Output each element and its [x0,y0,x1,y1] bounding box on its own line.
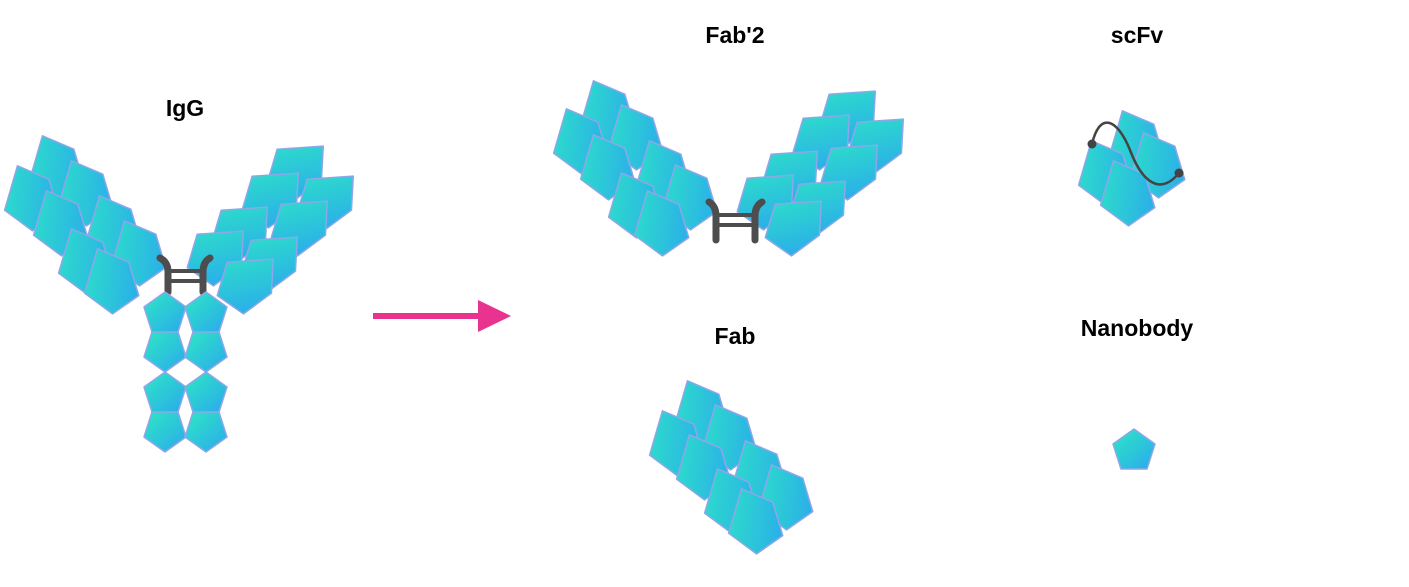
domain-pentagon [143,411,187,453]
fab2-right-arm [736,90,905,257]
scfv-linker-end [1174,168,1184,178]
domain-pentagon [143,291,187,333]
nanobody-fragment [1112,428,1156,470]
igg-hinge [156,254,214,296]
label-scfv: scFv [1110,22,1164,48]
domain-pentagon [184,411,228,453]
igg-right-arm [186,145,355,315]
scfv-fragment [1077,110,1186,227]
igg-left-arm [3,135,167,315]
label-fab2: Fab'2 [705,22,765,48]
label-fab: Fab [714,323,756,349]
conversion-arrow [373,300,511,332]
domain-pentagon [764,200,823,257]
igg-fc-stem [143,291,228,453]
fab2-fragment [552,80,905,257]
domain-pentagon [143,371,187,413]
domain-pentagon [83,248,140,315]
domain-pentagon [727,488,784,555]
domain-pentagon [1099,160,1156,227]
domain-pentagon [184,331,228,373]
domain-pentagon [633,190,690,257]
domain-pentagon [216,258,275,315]
igg-antibody [3,135,355,453]
domain-pentagon [143,331,187,373]
domain-pentagon [184,371,228,413]
scfv-linker-end [1087,139,1097,149]
label-igg: IgG [165,95,205,121]
label-nanobody: Nanobody [1080,315,1194,341]
fab2-hinge [705,198,766,244]
fab2-left-arm [552,80,718,257]
domain-pentagon [1112,428,1156,470]
fab-fragment [648,380,814,555]
scfv-linker [1090,121,1180,186]
